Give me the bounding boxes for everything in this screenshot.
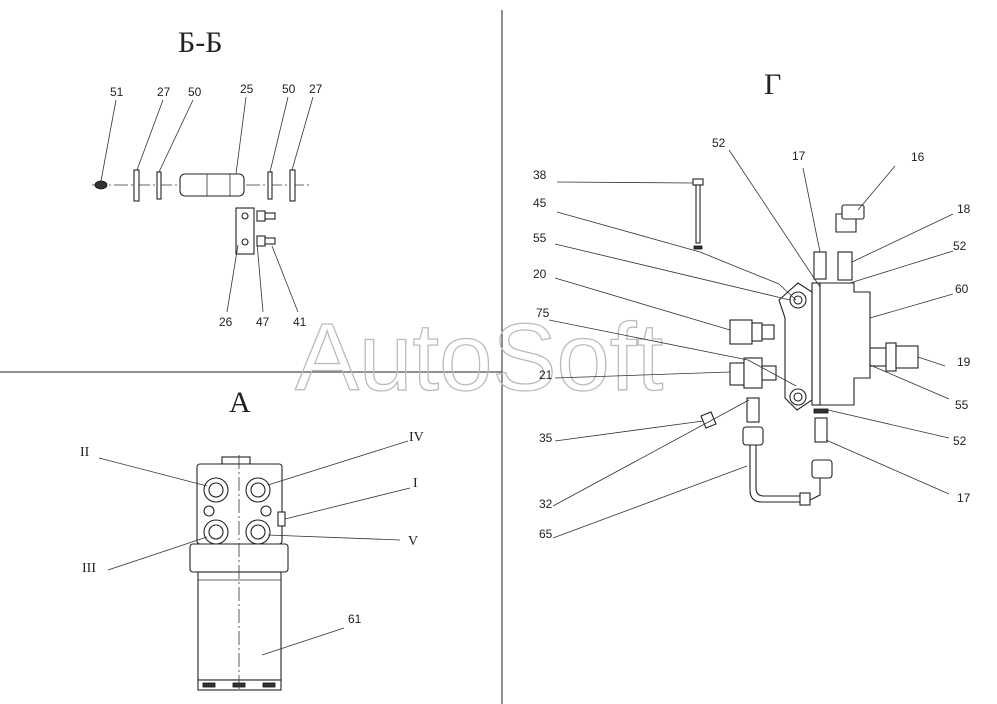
g-part-35 [700,411,717,429]
bb-part-41-bolt [264,237,276,245]
g-label-55-left: 55 [533,231,547,245]
bb-label-25: 25 [240,82,254,96]
a-label-ii: II [80,445,90,460]
watermark-text: AutoSoft [295,304,663,411]
a-label-v: V [408,534,418,549]
bb-label-26: 26 [219,315,233,329]
a-side-port-i [277,511,286,527]
a-label-i: I [413,476,418,491]
bb-part-47-bottom [256,235,266,247]
g-hose-65-nut [742,426,764,446]
g-part-32-connector [746,397,760,423]
bb-label-27: 27 [157,85,171,99]
g-elbow-16-nut [841,204,865,220]
bb-label-41: 41 [293,315,307,329]
g-label-17-top: 17 [792,149,806,163]
g-label-52-bottom: 52 [953,434,967,448]
g-bracket [778,282,813,411]
bb-part-47-top [256,210,266,222]
g-fitting-20-nut [729,319,753,345]
g-label-35: 35 [539,431,553,445]
a-base-slot-1 [202,682,216,688]
view-g-title: Г [764,68,781,101]
g-label-55-right: 55 [955,398,969,412]
g-label-18: 18 [957,202,971,216]
view-a: А II IV [80,386,424,692]
g-hose-65-ferrule [799,492,811,506]
bb-label-47: 47 [256,315,270,329]
g-label-16: 16 [911,150,925,164]
a-top-cap [221,456,251,465]
a-port-v-inner [250,524,266,540]
g-label-60: 60 [955,282,969,296]
g-fitting-17-bottom [814,417,828,443]
view-bb-title: Б-Б [178,26,222,59]
view-bb: Б-Б [92,26,323,329]
g-label-38: 38 [533,168,547,182]
bb-label-51: 51 [110,85,124,99]
g-label-52-right: 52 [953,239,967,253]
g-fitting-20-thread [761,324,775,340]
g-hose-65-end-nut [811,459,833,479]
a-label-iv: IV [409,430,424,445]
g-fitting-21 [729,362,745,386]
g-hose-65-tube-inner [755,445,800,497]
g-label-65: 65 [539,527,553,541]
g-label-17-bottom: 17 [957,491,971,505]
g-bolt-38-head [692,178,704,186]
g-label-52-top: 52 [712,136,726,150]
g-fitting-18 [837,251,853,281]
bb-label-50: 50 [188,85,202,99]
bb-leaders [100,96,314,313]
g-hose-65-bend [809,478,821,501]
bb-part-50-left [156,171,162,200]
g-label-21: 21 [539,368,553,382]
bb-bracket-hole-2 [241,238,249,246]
g-bolt-38-shank [695,184,701,244]
g-fitting-19-nut [895,345,919,369]
g-block-60 [817,282,871,406]
a-port-iv-inner [250,482,266,498]
a-bolt-right [260,505,272,517]
g-label-19: 19 [957,355,971,369]
a-label-61: 61 [348,612,362,626]
a-leaders [98,440,411,656]
bb-part-27-right [289,169,296,202]
g-block-edge [811,282,821,406]
bb-part-25-pin [179,173,245,197]
view-g: Г [533,68,971,541]
bb-label-50b: 50 [282,82,296,96]
bb-part-50-right [267,171,273,200]
g-label-75: 75 [536,306,550,320]
g-washer-45 [693,245,703,250]
g-label-32: 32 [539,497,553,511]
g-label-20: 20 [533,267,547,281]
g-bracket-eye-top-inner [793,295,803,305]
bb-bracket-hole-1 [241,212,249,220]
bb-part-26-bracket [235,207,255,255]
g-fitting-17-top [813,251,827,280]
a-label-iii: III [82,561,96,576]
g-label-45: 45 [533,196,547,210]
g-fitting-20-body [751,322,763,342]
a-port-iii-inner [208,524,224,540]
a-bolt-left [203,505,215,517]
g-leaders [548,149,954,539]
bb-label-27b: 27 [309,82,323,96]
bb-part-27-left [133,169,140,202]
g-fitting-75-thread [761,365,777,381]
g-bracket-eye-bottom-inner [793,392,803,402]
g-fitting-19-thread [869,347,887,367]
a-base-slot-3 [262,682,276,688]
bb-part-51 [94,180,108,190]
a-housing-61 [197,571,282,681]
g-washer-52-bottom [813,408,829,414]
g-fitting-19-hex [885,342,897,372]
view-a-title: А [229,386,251,419]
bb-bolt-top-head [264,212,276,220]
a-port-ii-inner [208,482,224,498]
